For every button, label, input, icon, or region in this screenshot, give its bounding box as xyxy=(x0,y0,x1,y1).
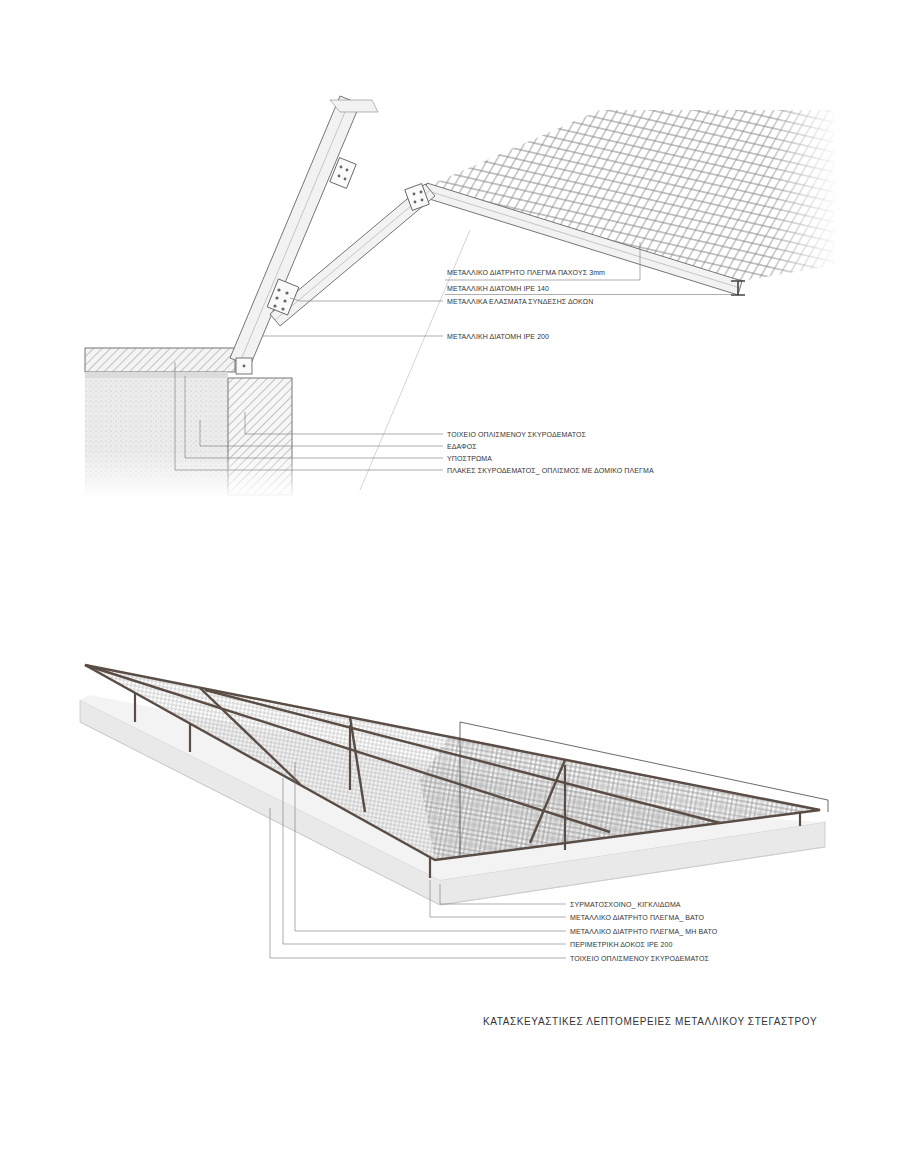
ipe200-beams xyxy=(205,690,720,823)
leader-lines xyxy=(270,762,566,958)
bolts xyxy=(243,365,246,368)
bolts xyxy=(277,288,280,291)
part-label: ΣΥΡΜΑΤΟΣΧΟΙΝΟ_ ΚΙΓΚΛΙΔΩΜΑ xyxy=(570,900,681,909)
part-label: ΜΕΤΑΛΛΙΚΗ ΔΙΑΤΟΜΗ IPE 200 xyxy=(447,332,549,341)
part-label: ΕΔΑΦΟΣ xyxy=(447,442,477,451)
bolts xyxy=(243,166,424,368)
leader-lines xyxy=(445,294,735,295)
leader-lines xyxy=(185,376,443,458)
cable-railing xyxy=(460,722,828,858)
posts xyxy=(429,857,431,878)
bolts xyxy=(421,199,424,202)
bolts xyxy=(338,175,341,178)
i-section xyxy=(731,281,745,295)
leader-lines xyxy=(440,884,566,904)
bolts xyxy=(414,201,417,204)
bolts xyxy=(273,304,276,307)
leader-lines xyxy=(175,362,443,470)
part-label: ΜΕΤΑΛΛΙΚΟ ΔΙΑΤΡΗΤΟ ΠΛΕΓΜΑ ΠΑΧΟΥΣ 3mm xyxy=(447,268,605,277)
posts xyxy=(799,812,801,826)
connection-plates xyxy=(236,158,429,374)
part-label: ΤΟΙΧΕΙΟ ΟΠΛΙΣΜΕΝΟΥ ΣΚΥΡΟΔΕΜΑΤΟΣ xyxy=(570,954,709,963)
part-label: ΠΕΡΙΜΕΤΡΙΚΗ ΔΟΚΟΣ IPE 200 xyxy=(570,940,673,949)
part-label: ΜΕΤΑΛΛΙΚΟ ΔΙΑΤΡΗΤΟ ΠΛΕΓΜΑ_ ΜΗ ΒΑΤΟ xyxy=(570,927,717,936)
brace-beam xyxy=(270,184,435,326)
base-edge xyxy=(80,722,825,905)
canopy-drawing xyxy=(80,665,828,905)
leader-lines xyxy=(262,336,443,337)
part-label: ΠΛΑΚΕΣ ΣΚΥΡΟΔΕΜΑΤΟΣ_ ΟΠΛΙΣΜΟΣ ΜΕ ΔΟΜΙΚΟ … xyxy=(447,466,654,475)
ipe200-rafter xyxy=(230,96,360,366)
part-label: ΜΕΤΑΛΛΙΚΟ ΔΙΑΤΡΗΤΟ ΠΛΕΓΜΑ_ ΒΑΤΟ xyxy=(570,913,704,922)
connection-plates xyxy=(405,184,429,211)
leader-lines xyxy=(290,298,443,301)
leader-lines xyxy=(200,420,443,446)
part-label: ΤΟΙΧΕΙΟ ΟΠΛΙΣΜΕΝΟΥ ΣΚΥΡΟΔΕΜΑΤΟΣ xyxy=(447,430,586,439)
bolts xyxy=(283,299,286,302)
connection-plates xyxy=(267,279,299,315)
part-label: ΥΠΟΣΤΡΩΜΑ xyxy=(447,454,492,463)
beam-web xyxy=(240,100,350,362)
connection-plates xyxy=(330,158,356,189)
bolts xyxy=(413,193,416,196)
bolts xyxy=(344,178,347,181)
ipe200-beams xyxy=(85,665,610,832)
bolts xyxy=(275,296,278,299)
bolts xyxy=(281,307,284,310)
posts xyxy=(349,725,351,790)
leader-lines xyxy=(445,242,640,280)
ridge-beam xyxy=(330,100,378,112)
ipe200-beams xyxy=(530,760,565,843)
bolts xyxy=(420,191,423,194)
posts xyxy=(564,765,566,850)
leader-lines xyxy=(430,880,566,917)
ipe200-beams xyxy=(85,665,820,860)
bolts xyxy=(340,166,343,169)
connection-plates xyxy=(236,358,252,374)
roof-detail xyxy=(85,96,840,500)
posts xyxy=(134,693,136,722)
ipe140-beam xyxy=(423,183,742,295)
leader-lines xyxy=(283,778,566,944)
bolts xyxy=(285,291,288,294)
sheet-title: ΚΑΤΑΣΚΕΥΑΣΤΙΚΕΣ ΛΕΠΤΟΜΕΡΕΙΕΣ ΜΕΤΑΛΛΙΚΟΥ … xyxy=(483,1016,817,1028)
part-label: ΜΕΤΑΛΛΙΚΗ ΔΙΑΤΟΜΗ IPE 140 xyxy=(447,284,549,293)
leader-lines xyxy=(175,242,735,470)
mesh-non-walkable xyxy=(85,665,820,860)
leader-lines xyxy=(245,412,443,434)
leader-lines xyxy=(270,808,566,958)
bolts xyxy=(346,169,349,172)
ipe200-beams xyxy=(85,665,820,860)
leader-lines xyxy=(295,762,566,931)
part-label: ΜΕΤΑΛΛΙΚΑ ΕΛΑΣΜΑΤΑ ΣΥΝΔΕΣΗΣ ΔΟΚΩΝ xyxy=(447,297,593,306)
beam-web xyxy=(425,190,740,288)
fade xyxy=(85,340,295,500)
posts xyxy=(189,724,191,752)
